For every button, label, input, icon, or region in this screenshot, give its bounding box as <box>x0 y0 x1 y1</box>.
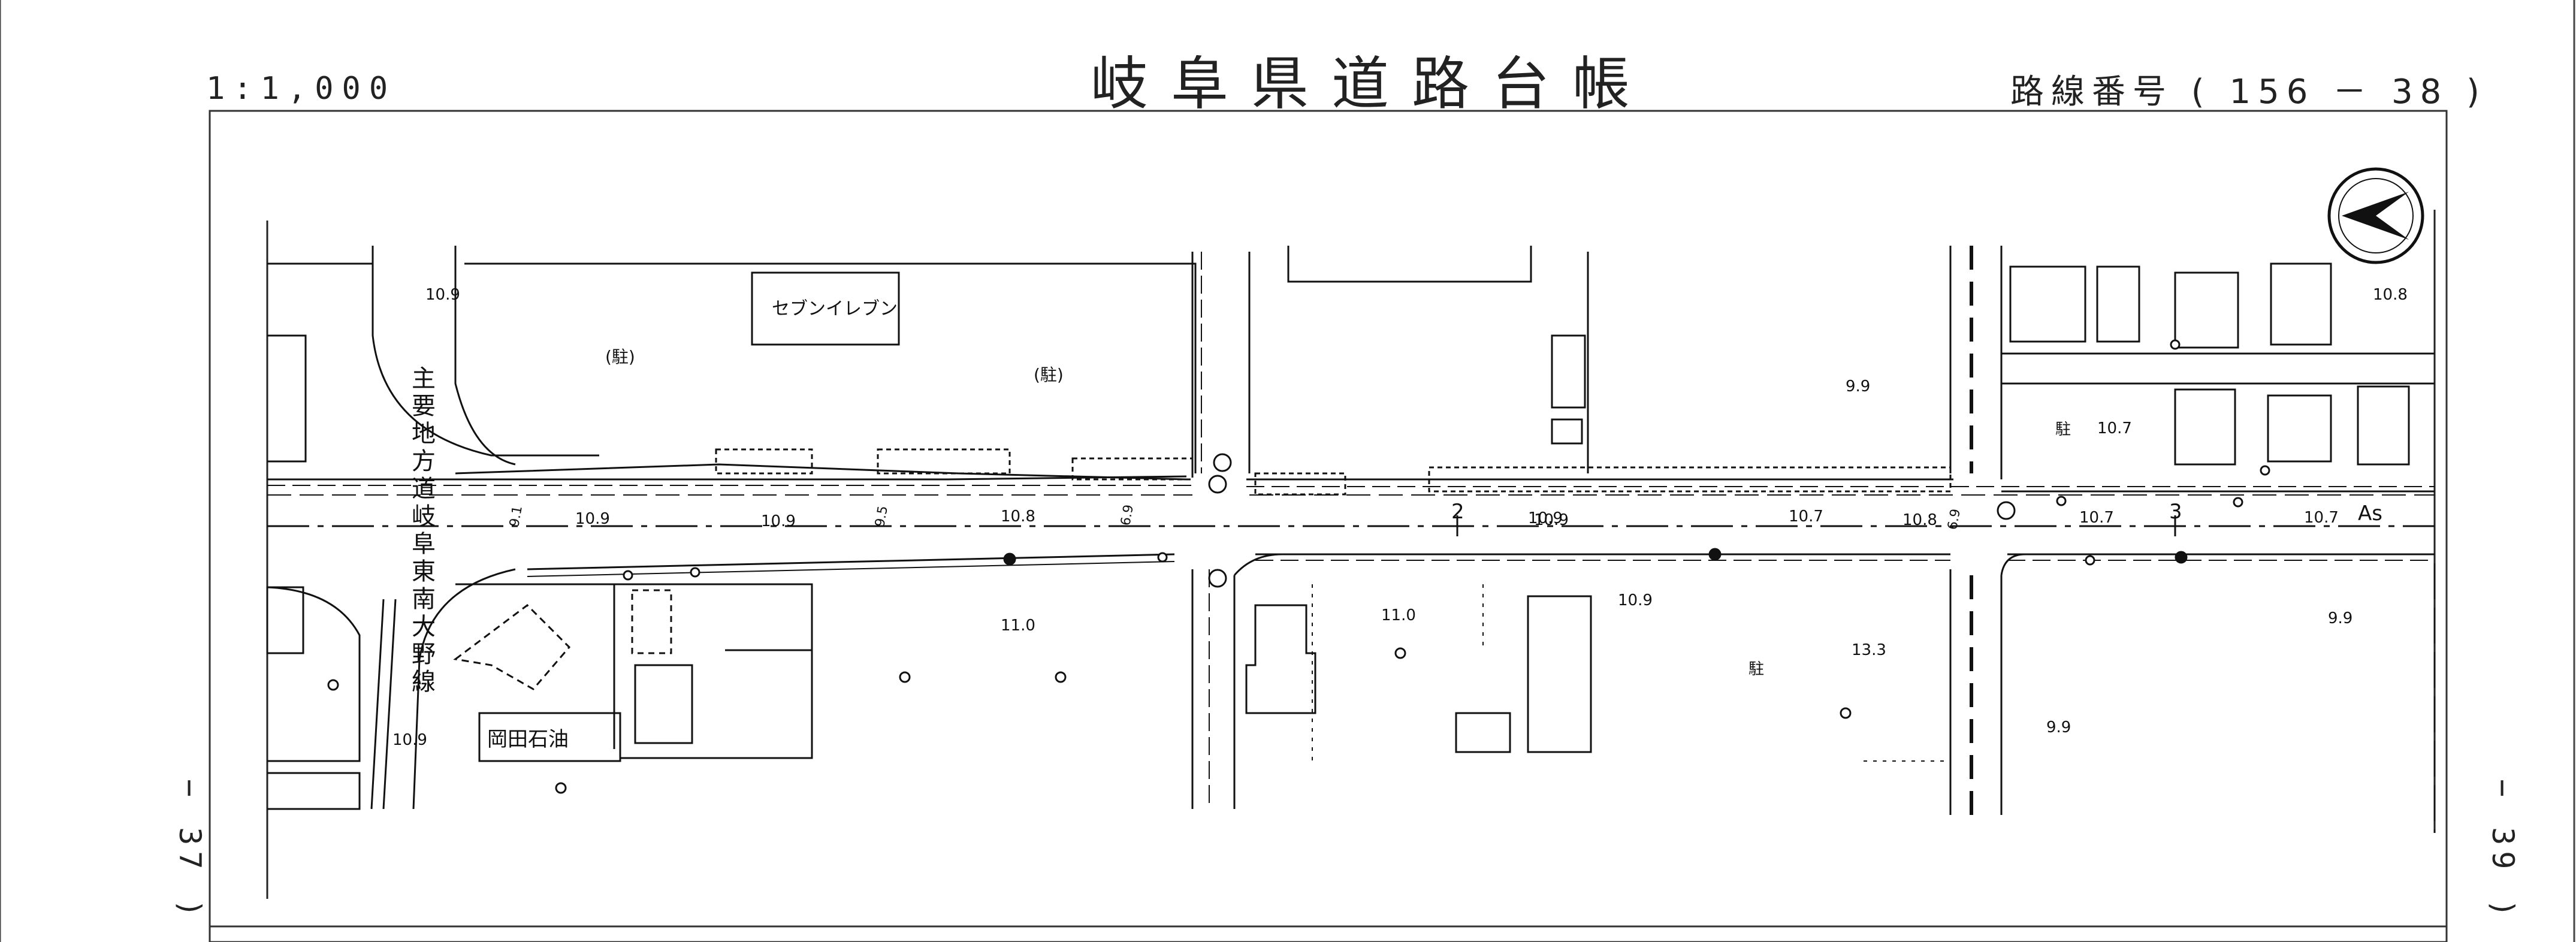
building-r4 <box>2270 262 2332 346</box>
small-structure-1 <box>1551 334 1586 409</box>
building-bm3 <box>1527 595 1592 753</box>
cross-road-middle <box>1191 252 1283 809</box>
elev-4: 10.8 <box>1001 508 1035 526</box>
elev-10: 10.8 <box>1902 511 1937 529</box>
width-4: 6.9 <box>1945 508 1964 531</box>
cross-road-left <box>370 246 599 810</box>
main-road <box>267 463 2435 577</box>
hedge-1 <box>715 448 813 475</box>
building-bm1 <box>1245 604 1316 714</box>
map-frame <box>209 110 2448 942</box>
small-structure-2 <box>1551 418 1583 445</box>
building-r1 <box>2009 265 2086 343</box>
pavement-label: As <box>2358 502 2382 526</box>
adjacent-sheet-left[interactable]: − 37 ) <box>173 779 207 923</box>
route-number: 路線番号 ( 156 － 38 ) <box>2010 73 2487 111</box>
elev-19: 9.9 <box>2046 718 2071 736</box>
elev-20: 10.9 <box>1528 509 1563 527</box>
road-name-label: 主要地方道岐阜東南大野線 <box>407 366 435 696</box>
station-2: 2 <box>1451 500 1464 524</box>
width-3: 6.9 <box>1118 503 1137 527</box>
seven-eleven-building <box>751 271 900 346</box>
parking-circle-2: 駐 <box>1748 660 1764 678</box>
elev-17: 10.8 <box>2373 286 2408 304</box>
hedge-4 <box>1428 466 1952 493</box>
elev-7: 10.9 <box>1534 511 1569 529</box>
adjacent-sheet-right[interactable]: − 39 ) <box>2486 779 2520 923</box>
elev-9: 10.7 <box>1789 508 1823 526</box>
building-r5 <box>2174 388 2236 466</box>
utility-markers <box>327 339 2270 794</box>
elev-14: 10.7 <box>2097 419 2132 437</box>
elev-18: 9.9 <box>2328 609 2352 627</box>
okada-oil-building <box>478 712 621 762</box>
building-r6 <box>2267 394 2332 463</box>
parking-mark-1: (駐) <box>605 347 635 367</box>
elev-3: 10.9 <box>761 512 796 530</box>
elev-1: 10.9 <box>425 286 460 304</box>
building-bl1 <box>266 586 304 654</box>
building-bm2 <box>1455 712 1511 753</box>
station-3: 3 <box>2169 500 2182 524</box>
seven-eleven-label: セブンイレブン <box>772 298 898 319</box>
canopy-1 <box>631 589 672 654</box>
station-ticks <box>1449 515 2184 536</box>
elev-5: 11.0 <box>1001 617 1035 635</box>
elev-2: 10.9 <box>575 510 610 528</box>
building-r7 <box>2357 385 2410 466</box>
elev-11: 10.9 <box>392 731 427 749</box>
building-r3 <box>2174 271 2239 349</box>
elev-6: 11.0 <box>1381 606 1416 624</box>
parking-circle-1: 駐 <box>2055 421 2071 439</box>
hedge-5 <box>1254 472 1346 496</box>
sheet-title: 岐阜県道路台帳 <box>1091 50 1653 117</box>
elev-15: 10.7 <box>2079 509 2114 527</box>
canopy-2 <box>453 604 571 690</box>
elev-13: 13.3 <box>1852 641 1886 659</box>
map-labels: セブンイレブン 岡田石油 (駐) (駐) 2 3 As 駐 駐 10.9 10.… <box>392 286 2408 751</box>
elev-16: 10.7 <box>2304 509 2339 527</box>
hedge-2 <box>877 448 1011 475</box>
elev-12: 9.9 <box>1846 378 1870 395</box>
cross-road-right <box>1949 246 2026 815</box>
okada-oil-label: 岡田石油 <box>487 727 569 751</box>
width-2: 9.5 <box>872 505 891 528</box>
scale-label: 1:1,000 <box>206 71 397 107</box>
width-1: 9.1 <box>507 505 526 528</box>
elev-8: 10.9 <box>1618 591 1653 609</box>
parcels <box>266 246 2436 833</box>
hedge-3 <box>1071 457 1194 481</box>
building-r2 <box>2096 265 2140 343</box>
north-arrow-icon <box>2327 167 2424 264</box>
okada-shop <box>634 664 693 744</box>
parking-mark-2: (駐) <box>1034 365 1064 385</box>
